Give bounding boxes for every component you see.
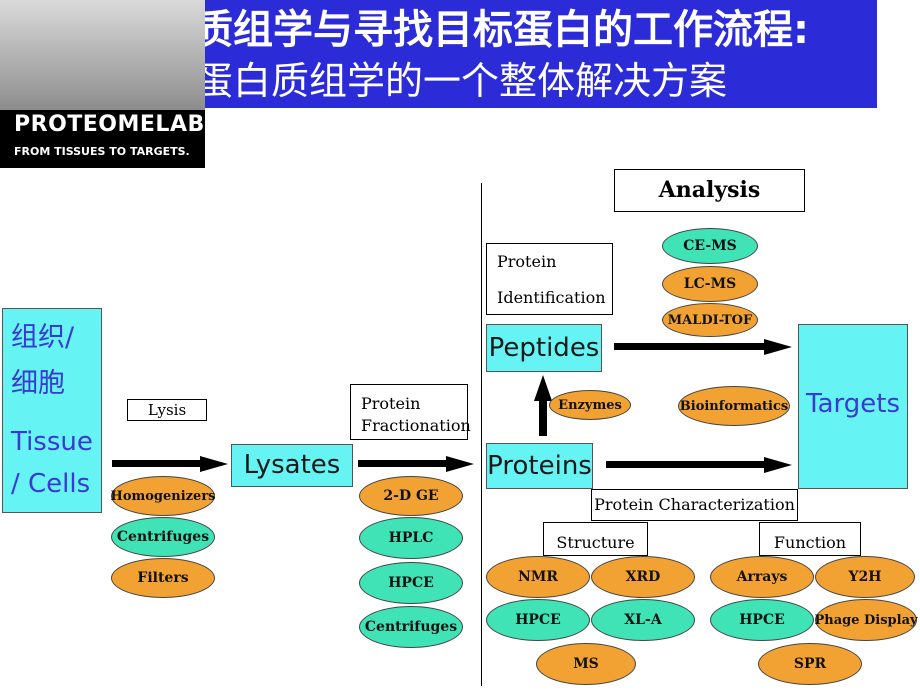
peptides-box: Peptides: [486, 324, 602, 372]
tissue-cells-box: 组织/ 细胞 Tissue / Cells: [2, 308, 102, 513]
lysis-label: Lysis: [127, 399, 207, 421]
y2h-ellipse: Y2H: [815, 556, 915, 598]
arrow-proteins-targets: [606, 461, 766, 468]
arrow-head-up: [534, 375, 552, 401]
lc-ms-ellipse: LC-MS: [662, 266, 758, 302]
arrow-peptides-targets: [614, 343, 766, 350]
tissue-en-line1: Tissue: [11, 427, 93, 457]
maldi-tof-ellipse: MALDI-TOF: [662, 303, 758, 337]
hpce-ellipse: HPCE: [486, 599, 590, 641]
tissue-cn-line2: 细胞: [11, 368, 65, 399]
arrow-proteins-peptides: [539, 398, 547, 436]
logo-band: [0, 110, 205, 168]
fractionation-line2: Fractionation: [361, 416, 471, 435]
xl-a-ellipse: XL-A: [591, 599, 695, 641]
identification-label: Protein Identification: [486, 243, 613, 315]
fractionation-line1: Protein: [361, 394, 421, 413]
arrow-lysates-proteins: [358, 460, 448, 467]
ms-ellipse: MS: [536, 643, 636, 685]
arrow-head: [200, 456, 228, 472]
tissue-cn-line1: 组织/: [11, 322, 75, 353]
characterization-label: Protein Characterization: [591, 489, 798, 521]
centrifuges-ellipse: Centrifuges: [359, 606, 463, 648]
analysis-label: Analysis: [614, 169, 805, 212]
arrays-ellipse: Arrays: [710, 556, 814, 598]
tissue-en-line2: / Cells: [11, 469, 91, 499]
arrow-head: [764, 457, 792, 473]
hplc-ellipse: HPLC: [359, 517, 463, 559]
proteins-box: Proteins: [486, 443, 593, 489]
title-line-2: 蛋白质组学的一个整体解决方案: [194, 59, 727, 103]
identification-line1: Protein: [497, 252, 557, 271]
targets-box: Targets: [798, 324, 908, 489]
2dge-ellipse: 2-D GE: [359, 476, 463, 516]
xrd-ellipse: XRD: [591, 556, 695, 598]
homogenizers-ellipse: Homogenizers: [111, 476, 215, 516]
arrow-head: [446, 456, 474, 472]
phage-display-ellipse: Phage Display: [814, 599, 918, 641]
filters-ellipse: Filters: [111, 558, 215, 598]
lysates-box: Lysates: [231, 444, 353, 487]
function-label: Function: [759, 522, 861, 556]
logo-wordmark: PROTEOMELAB: [14, 112, 205, 137]
ce-ms-ellipse: CE-MS: [662, 228, 758, 264]
divider-line: [481, 183, 482, 686]
fractionation-label: Protein Fractionation: [350, 384, 471, 440]
hpce-ellipse: HPCE: [359, 562, 463, 604]
spr-ellipse: SPR: [758, 643, 862, 685]
arrow-tissue-lysates: [112, 460, 202, 467]
identification-line2: Identification: [497, 288, 606, 307]
bioinformatics-ellipse: Bioinformatics: [678, 386, 790, 426]
hpce-ellipse: HPCE: [710, 599, 814, 641]
title-line-1: 蛋白质组学与寻找目标蛋白的工作流程:: [113, 7, 809, 53]
logo-tagline: FROM TISSUES TO TARGETS.: [14, 145, 190, 158]
structure-label: Structure: [543, 522, 648, 556]
arrow-head: [764, 339, 792, 355]
enzymes-ellipse: Enzymes: [549, 390, 631, 420]
centrifuges-ellipse: Centrifuges: [111, 517, 215, 557]
nmr-ellipse: NMR: [486, 556, 590, 598]
